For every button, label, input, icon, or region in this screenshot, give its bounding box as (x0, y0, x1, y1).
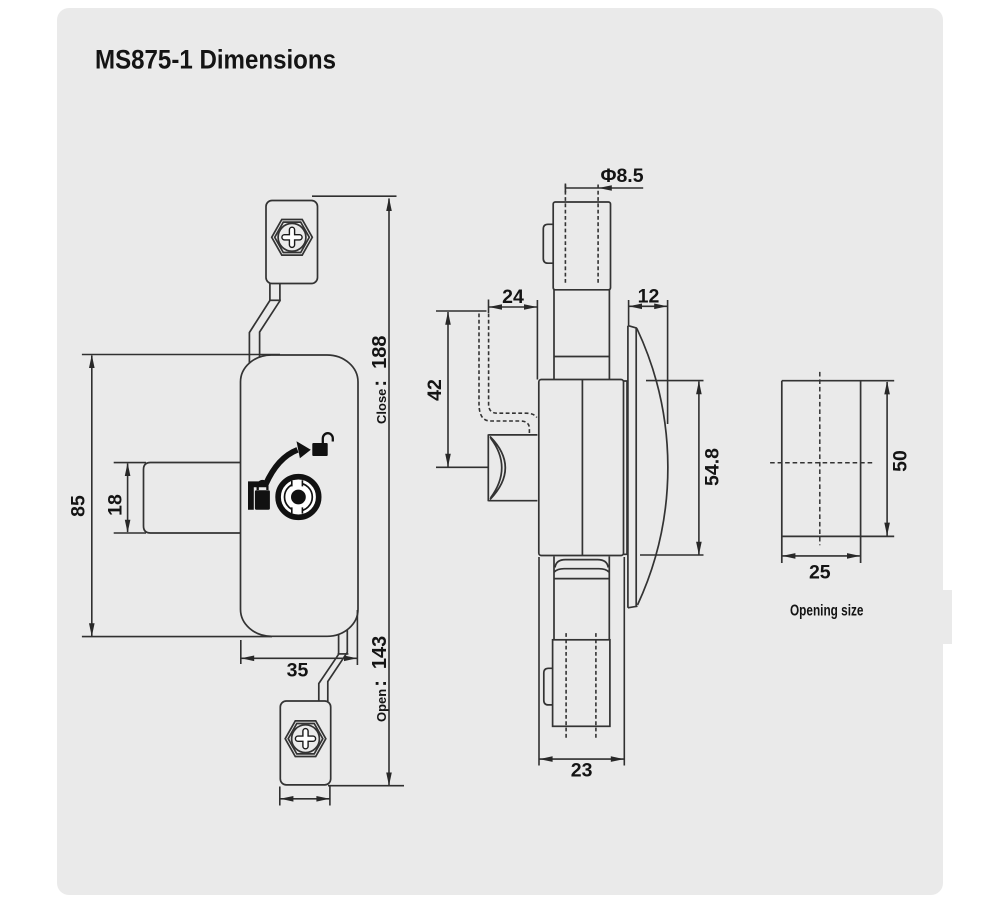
svg-text:18: 18 (105, 494, 127, 516)
svg-text:85: 85 (68, 495, 90, 517)
svg-text:12: 12 (638, 286, 660, 308)
svg-text:Close:188: Close:188 (369, 336, 391, 424)
svg-text:MS875-1 Dimensions: MS875-1 Dimensions (95, 45, 336, 75)
svg-text:Φ8.5: Φ8.5 (600, 165, 643, 187)
svg-text:50: 50 (890, 450, 912, 472)
svg-text:54.8: 54.8 (702, 448, 724, 486)
svg-text:Opening size: Opening size (790, 603, 864, 620)
svg-text:25: 25 (809, 561, 831, 583)
svg-text:35: 35 (287, 659, 309, 681)
svg-text:23: 23 (571, 759, 593, 781)
svg-text:24: 24 (502, 286, 524, 308)
svg-text:Open:143: Open:143 (369, 636, 391, 722)
svg-text:42: 42 (424, 379, 446, 401)
